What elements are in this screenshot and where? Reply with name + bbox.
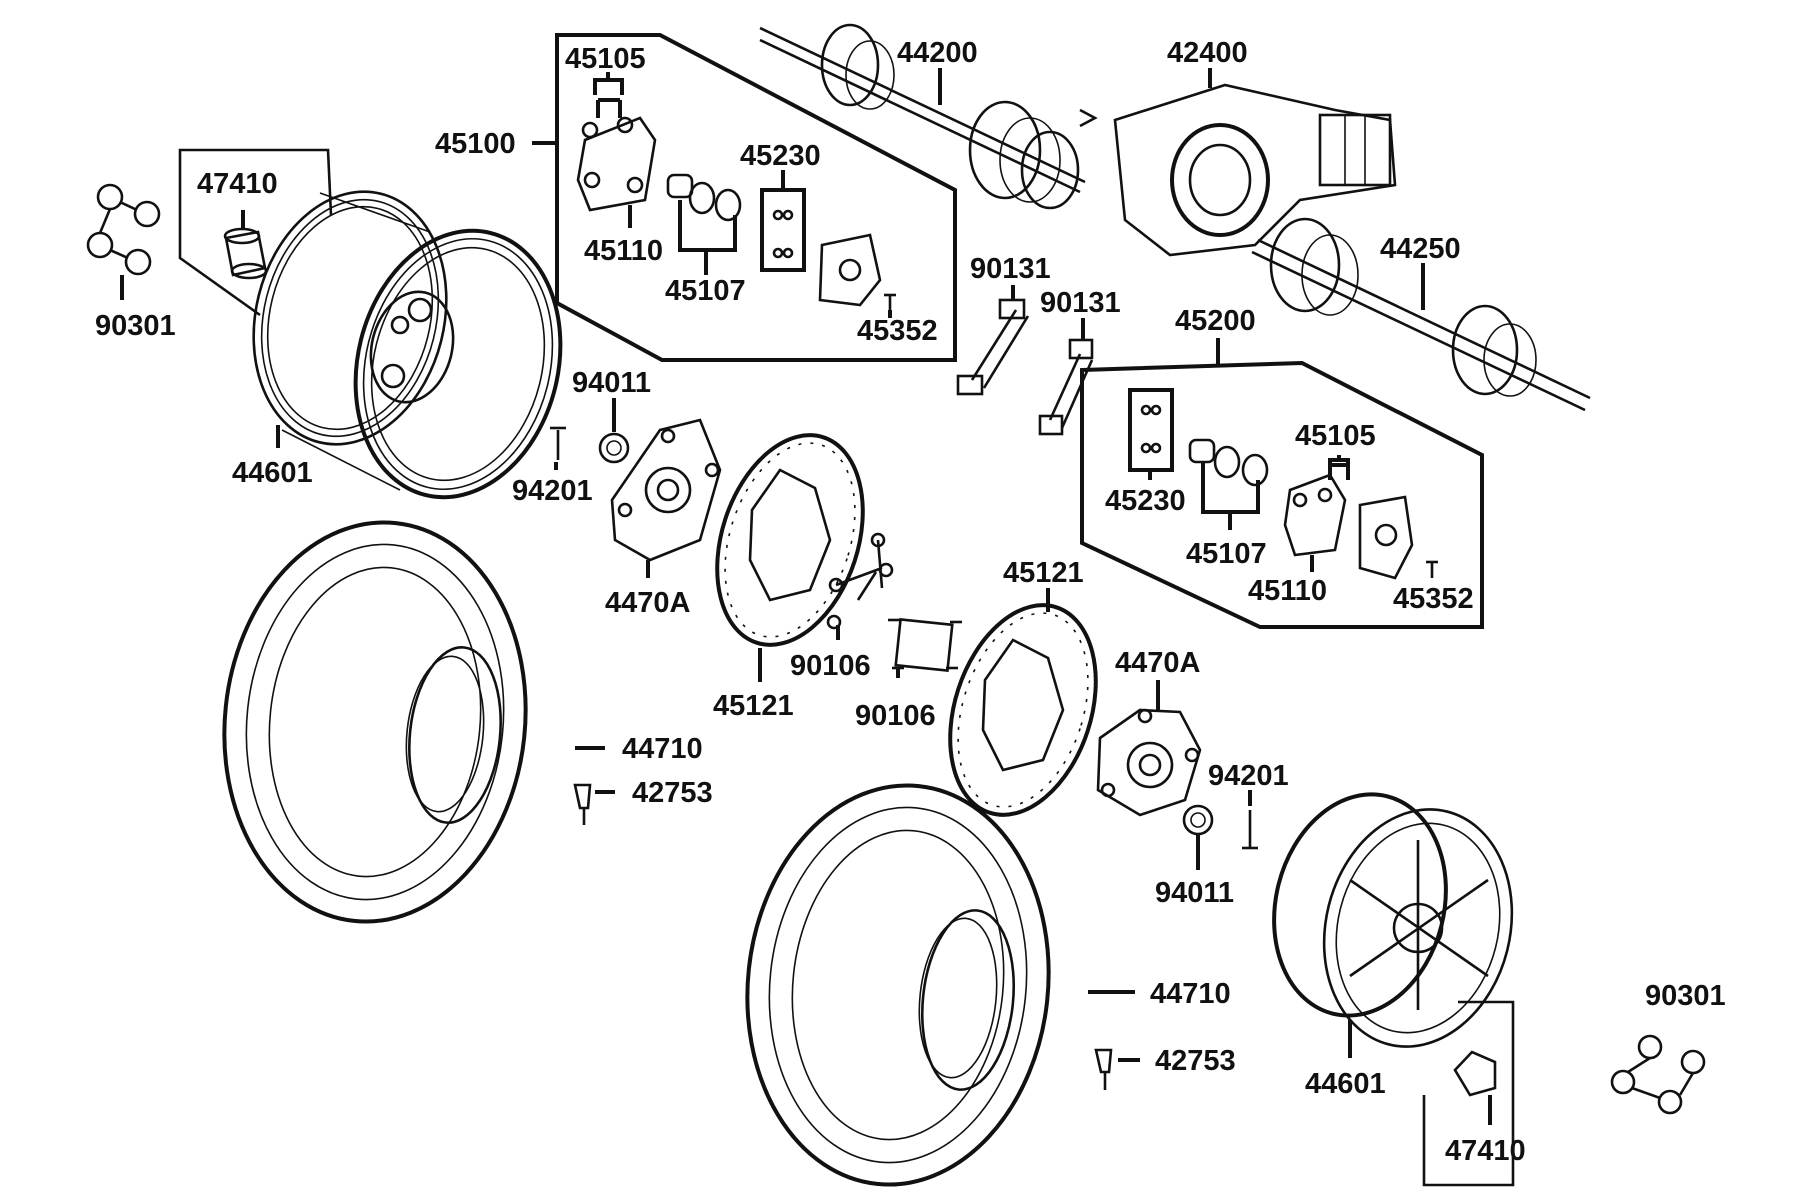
label-94201-left: 94201 <box>512 475 593 507</box>
brake-pad-pins-left <box>760 188 806 272</box>
caliper-kit-box-45200 <box>1080 360 1484 629</box>
label-45230-top: 45230 <box>740 140 821 172</box>
valve-stem-right <box>1094 1048 1113 1090</box>
wheel-center-insert-right <box>1453 1050 1497 1097</box>
bleed-screw-left <box>884 293 896 310</box>
label-45352-right: 45352 <box>1393 583 1474 615</box>
label-42753-left: 42753 <box>632 777 713 809</box>
wheel-insert-bracket-right <box>1422 1000 1515 1187</box>
wheel-rim-right <box>1272 792 1514 1048</box>
brake-hose-bolts-left <box>956 298 1030 396</box>
label-44601-right: 44601 <box>1305 1068 1386 1100</box>
label-47410-left: 47410 <box>197 168 278 200</box>
label-94011-right: 94011 <box>1155 877 1234 909</box>
brake-pad-pins-right <box>1128 388 1174 472</box>
caliper-bracket-right <box>1283 473 1347 557</box>
bleed-screw-right <box>1426 560 1438 578</box>
label-42400: 42400 <box>1167 37 1248 69</box>
label-94011-left: 94011 <box>572 367 651 399</box>
drive-shaft-right <box>1251 217 1591 412</box>
tire-right <box>745 783 1051 1187</box>
brake-hose-bolts-right <box>1038 338 1094 436</box>
cotter-pin-right <box>1242 810 1258 850</box>
label-90131-left: 90131 <box>970 253 1051 285</box>
lug-nuts-left <box>86 183 161 276</box>
caliper-pins-left <box>596 98 622 118</box>
label-4470A-left: 4470A <box>605 587 691 619</box>
valve-stem-left <box>573 783 592 825</box>
label-90301-left: 90301 <box>95 310 176 342</box>
label-45110-top: 45110 <box>584 235 663 267</box>
wheel-center-insert-left <box>223 227 268 280</box>
label-45352-top: 45352 <box>857 315 938 347</box>
caliper-bracket-left <box>576 116 657 212</box>
label-45110-right: 45110 <box>1248 575 1327 607</box>
label-44710-right: 44710 <box>1150 978 1231 1010</box>
brake-caliper-right <box>1358 495 1414 580</box>
label-45121-right: 45121 <box>1003 557 1084 589</box>
leader-lines <box>120 68 1492 1125</box>
cotter-pin-left <box>550 426 566 460</box>
brake-disc-left <box>715 433 865 647</box>
label-90106-right: 90106 <box>855 700 936 732</box>
label-90106-left: 90106 <box>790 650 871 682</box>
label-47410-right: 47410 <box>1445 1135 1526 1167</box>
brake-caliper-left <box>818 233 882 307</box>
label-45107-top: 45107 <box>665 275 746 307</box>
label-45121-left: 45121 <box>713 690 794 722</box>
drive-shaft-left <box>759 23 1086 210</box>
label-44601-left: 44601 <box>232 457 313 489</box>
wheel-hub-left <box>610 418 722 562</box>
label-45200: 45200 <box>1175 305 1256 337</box>
label-45105-right: 45105 <box>1295 420 1376 452</box>
lug-nuts-right <box>1610 1034 1706 1115</box>
disc-bolts-right <box>888 617 962 673</box>
label-44200: 44200 <box>897 37 978 69</box>
label-45100: 45100 <box>435 128 516 160</box>
label-45105-top: 45105 <box>565 43 646 75</box>
label-90131-right: 90131 <box>1040 287 1121 319</box>
disc-bolts-left <box>826 532 894 630</box>
differential <box>1079 83 1397 257</box>
label-94201-right: 94201 <box>1208 760 1289 792</box>
axle-nut-left <box>598 432 630 464</box>
wheel-hub-right <box>1096 708 1202 817</box>
wheel-rim-left <box>252 190 563 500</box>
caliper-kit-box-45100 <box>555 33 957 362</box>
label-90301-right: 90301 <box>1645 980 1726 1012</box>
label-42753-right: 42753 <box>1155 1045 1236 1077</box>
label-4470A-right: 4470A <box>1115 647 1201 679</box>
label-44710-left: 44710 <box>622 733 703 765</box>
tire-left <box>222 520 528 924</box>
wheel-insert-bracket-left <box>178 148 333 317</box>
label-44250: 44250 <box>1380 233 1461 265</box>
axle-nut-right <box>1182 804 1214 836</box>
caliper-piston-seals-left <box>666 173 742 222</box>
label-45107-right: 45107 <box>1186 538 1267 570</box>
brake-disc-right <box>948 603 1098 817</box>
label-45230-right: 45230 <box>1105 485 1186 517</box>
